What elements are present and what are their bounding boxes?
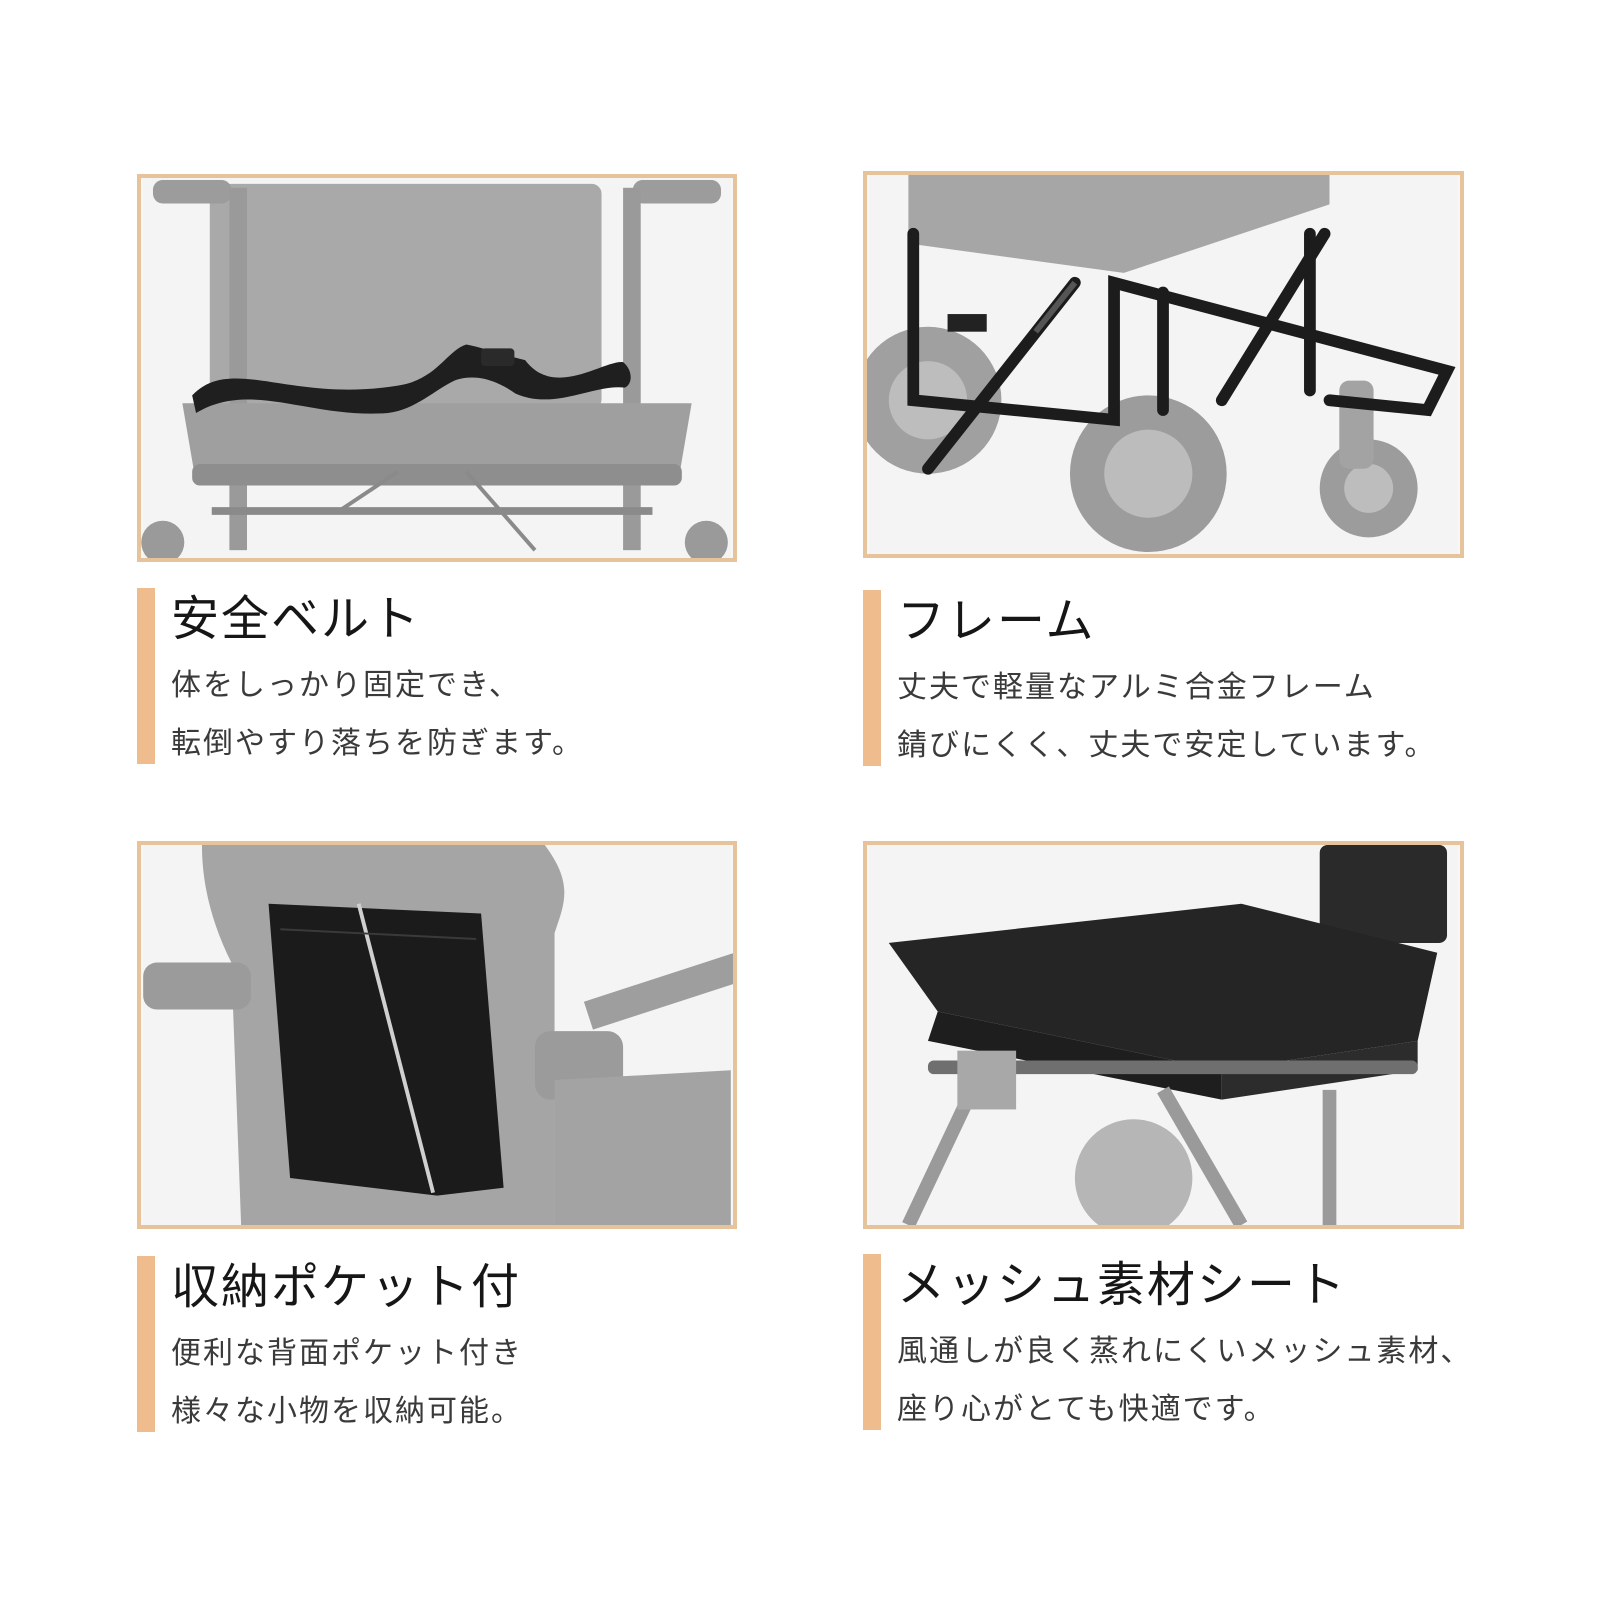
feature-description-line-1: 風通しが良く蒸れにくいメッシュ素材、 [897, 1334, 1473, 1369]
accent-bar [137, 588, 155, 764]
seat-belt-illustration [141, 178, 731, 558]
storage-pocket-illustration [143, 845, 733, 1225]
feature-description-line-1: 便利な背面ポケット付き [171, 1336, 523, 1371]
feature-storage-pocket: 収納ポケット付 便利な背面ポケット付き 様々な小物を収納可能。 [137, 1256, 757, 1436]
accent-bar [137, 1256, 155, 1432]
feature-description-line-2: 錆びにくく、丈夫で安定しています。 [897, 728, 1437, 763]
accent-bar [863, 590, 881, 766]
frame-photo [863, 171, 1464, 558]
feature-title: 安全ベルト [171, 591, 422, 647]
accent-bar [863, 1254, 881, 1430]
feature-description-line-1: 体をしっかり固定でき、 [171, 668, 521, 703]
seat-belt-photo [137, 174, 737, 562]
feature-title: フレーム [897, 593, 1096, 649]
feature-title: 収納ポケット付 [171, 1259, 522, 1315]
storage-pocket-photo [137, 841, 737, 1229]
frame-illustration [867, 175, 1458, 554]
mesh-seat-photo [863, 841, 1464, 1229]
feature-title: メッシュ素材シート [897, 1257, 1348, 1313]
feature-frame: フレーム 丈夫で軽量なアルミ合金フレーム 錆びにくく、丈夫で安定しています。 [863, 590, 1563, 770]
feature-description-line-2: 様々な小物を収納可能。 [171, 1394, 523, 1429]
feature-description-line-2: 転倒やすり落ちを防ぎます。 [171, 726, 584, 761]
mesh-seat-illustration [869, 845, 1458, 1225]
feature-description-line-1: 丈夫で軽量なアルミ合金フレーム [897, 670, 1376, 705]
feature-seat-belt: 安全ベルト 体をしっかり固定でき、 転倒やすり落ちを防ぎます。 [137, 588, 757, 768]
feature-description-line-2: 座り心がとても快適です。 [897, 1392, 1276, 1427]
feature-mesh-seat: メッシュ素材シート 風通しが良く蒸れにくいメッシュ素材、 座り心がとても快適です… [863, 1254, 1583, 1434]
